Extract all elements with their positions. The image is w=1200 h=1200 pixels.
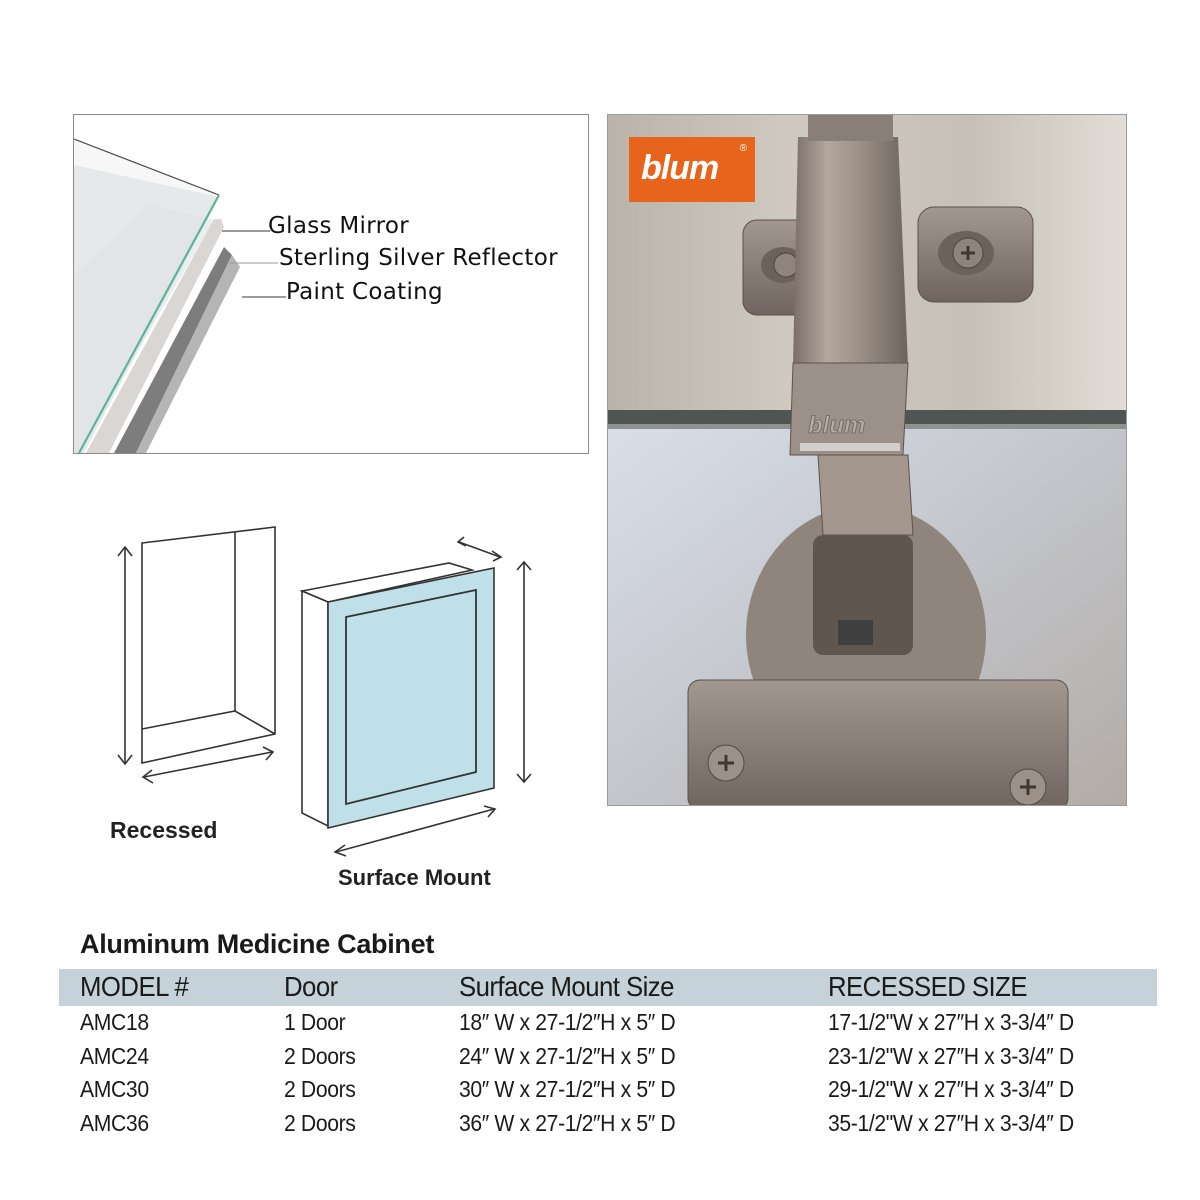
column-header-door: Door xyxy=(284,971,338,1002)
column-header-model: MODEL # xyxy=(80,971,189,1002)
column-header-surface-size: Surface Mount Size xyxy=(459,971,674,1002)
hinge-photo-illustration: blum xyxy=(608,115,1126,805)
mirror-layers-diagram: Glass Mirror Sterling Silver Reflector P… xyxy=(73,114,589,454)
table-row: AMC18 1 Door 18″ W x 27-1/2″H x 5″ D 17-… xyxy=(59,1006,1157,1040)
door-cell: 2 Doors xyxy=(284,1042,356,1069)
door-cell: 2 Doors xyxy=(284,1109,356,1136)
model-cell: AMC36 xyxy=(80,1109,149,1136)
recessed-cabinet-drawing xyxy=(117,526,276,784)
glass-mirror-label: Glass Mirror xyxy=(268,213,409,239)
recessed-size-cell: 23-1/2"W x 27″H x 3-3/4″ D xyxy=(828,1042,1074,1069)
door-cell: 1 Door xyxy=(284,1009,346,1035)
surface-mount-label: Surface Mount xyxy=(338,865,491,890)
blum-logo-text: blum xyxy=(641,149,719,187)
spec-table: MODEL # Door Surface Mount Size RECESSED… xyxy=(59,969,1157,1140)
surface-size-cell: 24″ W x 27-1/2″H x 5″ D xyxy=(459,1042,676,1069)
model-cell: AMC30 xyxy=(80,1076,149,1102)
table-header-row: MODEL # Door Surface Mount Size RECESSED… xyxy=(59,969,1157,1006)
door-cell: 2 Doors xyxy=(284,1076,356,1102)
surface-size-cell: 36″ W x 27-1/2″H x 5″ D xyxy=(459,1109,676,1136)
registered-mark: ® xyxy=(739,143,747,154)
recessed-size-cell: 35-1/2"W x 27″H x 3-3/4″ D xyxy=(828,1109,1074,1136)
table-row: AMC36 2 Doors 36″ W x 27-1/2″H x 5″ D 35… xyxy=(59,1107,1157,1141)
column-header-recessed-size: RECESSED SIZE xyxy=(828,971,1028,1002)
blum-logo: blum ® xyxy=(629,137,755,202)
table-row: AMC30 2 Doors 30″ W x 27-1/2″H x 5″ D 29… xyxy=(59,1073,1157,1107)
table-title: Aluminum Medicine Cabinet xyxy=(80,929,435,959)
mount-type-diagrams: Recessed Surface Mount xyxy=(100,520,550,900)
table-row: AMC24 2 Doors 24″ W x 27-1/2″H x 5″ D 23… xyxy=(59,1040,1157,1074)
sterling-silver-reflector-label: Sterling Silver Reflector xyxy=(279,245,558,271)
hinge-photo: blum blum ® xyxy=(607,114,1127,806)
mount-diagram-illustration xyxy=(117,526,532,857)
recessed-label: Recessed xyxy=(110,817,218,843)
recessed-size-cell: 29-1/2"W x 27″H x 3-3/4″ D xyxy=(828,1076,1074,1102)
recessed-size-cell: 17-1/2"W x 27″H x 3-3/4″ D xyxy=(828,1009,1074,1035)
mirror-layers-illustration xyxy=(74,138,286,453)
surface-size-cell: 18″ W x 27-1/2″H x 5″ D xyxy=(459,1009,676,1035)
surface-mount-cabinet-drawing xyxy=(299,536,532,857)
embossed-blum-text: blum xyxy=(808,412,865,439)
paint-coating-label: Paint Coating xyxy=(286,279,443,305)
surface-size-cell: 30″ W x 27-1/2″H x 5″ D xyxy=(459,1076,676,1102)
model-cell: AMC18 xyxy=(80,1009,149,1035)
model-cell: AMC24 xyxy=(80,1042,149,1069)
